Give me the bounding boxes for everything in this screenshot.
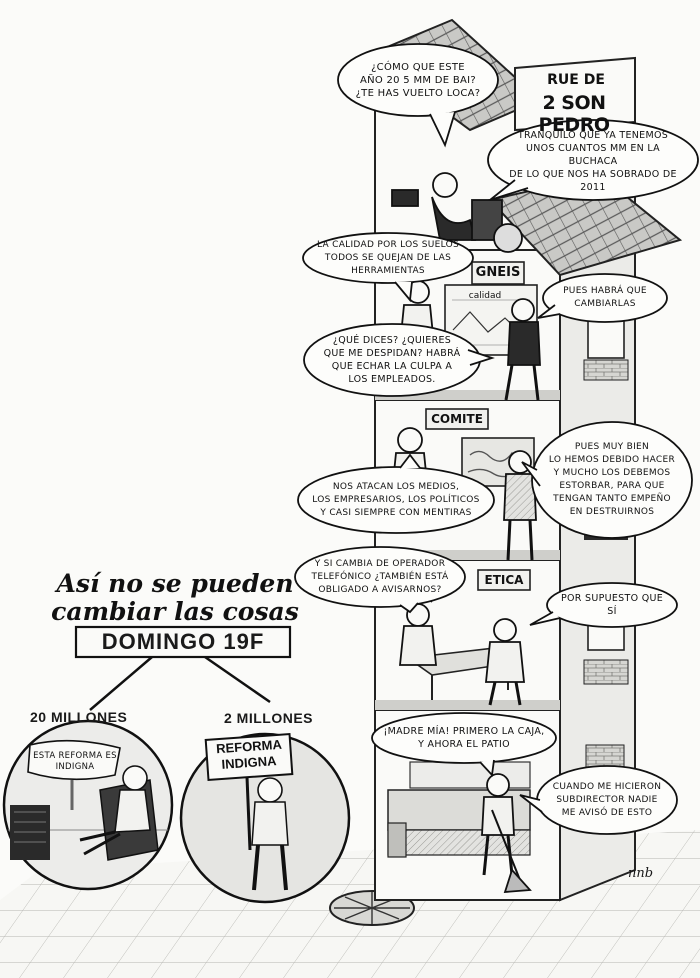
right-count: 2 MILLONES bbox=[224, 710, 314, 726]
sign-gneis-plate bbox=[471, 261, 525, 285]
street-sign-line2: 2 SON PEDRO bbox=[538, 92, 610, 136]
bubble-gneis-left: La calidad por los suelos todos se queja… bbox=[316, 239, 460, 276]
date-sign bbox=[74, 625, 292, 711]
floor-sign-etica: ETICA bbox=[484, 573, 524, 587]
whiteboard-label: calidad bbox=[468, 291, 502, 301]
artist-signature: nnb bbox=[628, 866, 654, 881]
headline: Así no se pueden cambiar las cosas bbox=[51, 569, 299, 626]
street-sign-line1: RUE DE bbox=[547, 72, 605, 88]
floor-sign-comite: COMITE bbox=[431, 412, 483, 426]
sign-comite-plate bbox=[425, 408, 489, 430]
bubble-comite-right: Pues muy bien lo hemos debido hacer y mu… bbox=[548, 442, 676, 517]
right-circle-scene bbox=[179, 732, 351, 904]
bubble-top-woman: ¿Cómo que este año 20 5 MM de BAI? ¿Te h… bbox=[355, 61, 481, 99]
left-circle-scene bbox=[2, 719, 174, 891]
bubble-gneis-left2: ¿Qué dices? ¿Quieres que me despidan? Ha… bbox=[323, 335, 461, 385]
bubble-etica-left: Y si cambia de operador telefónico ¿tamb… bbox=[311, 558, 449, 595]
bubble-couch: Esta reforma es indigna bbox=[33, 751, 117, 772]
floor-sign-gneis: GNEIS bbox=[475, 265, 521, 280]
bubble-patio-top: ¡Madre mía! Primero la caja, y ahora el … bbox=[383, 726, 545, 750]
bubble-etica-right: Por supuesto que sí bbox=[560, 593, 664, 617]
date-label: DOMINGO 19F bbox=[101, 629, 265, 654]
speech-bubble-outlines bbox=[294, 43, 699, 835]
bubble-comite-left: Nos atacan los medios, los empresarios, … bbox=[312, 481, 480, 518]
bubble-top-boss: Tranquilo que ya tenemos unos cuantos MM… bbox=[509, 129, 677, 193]
street-sign bbox=[514, 56, 636, 132]
left-count: 20 MILLONES bbox=[30, 709, 128, 725]
bubble-patio-right: Cuando me hicieron subdirector nadie me … bbox=[552, 781, 662, 818]
sign-etica-plate bbox=[477, 569, 531, 591]
